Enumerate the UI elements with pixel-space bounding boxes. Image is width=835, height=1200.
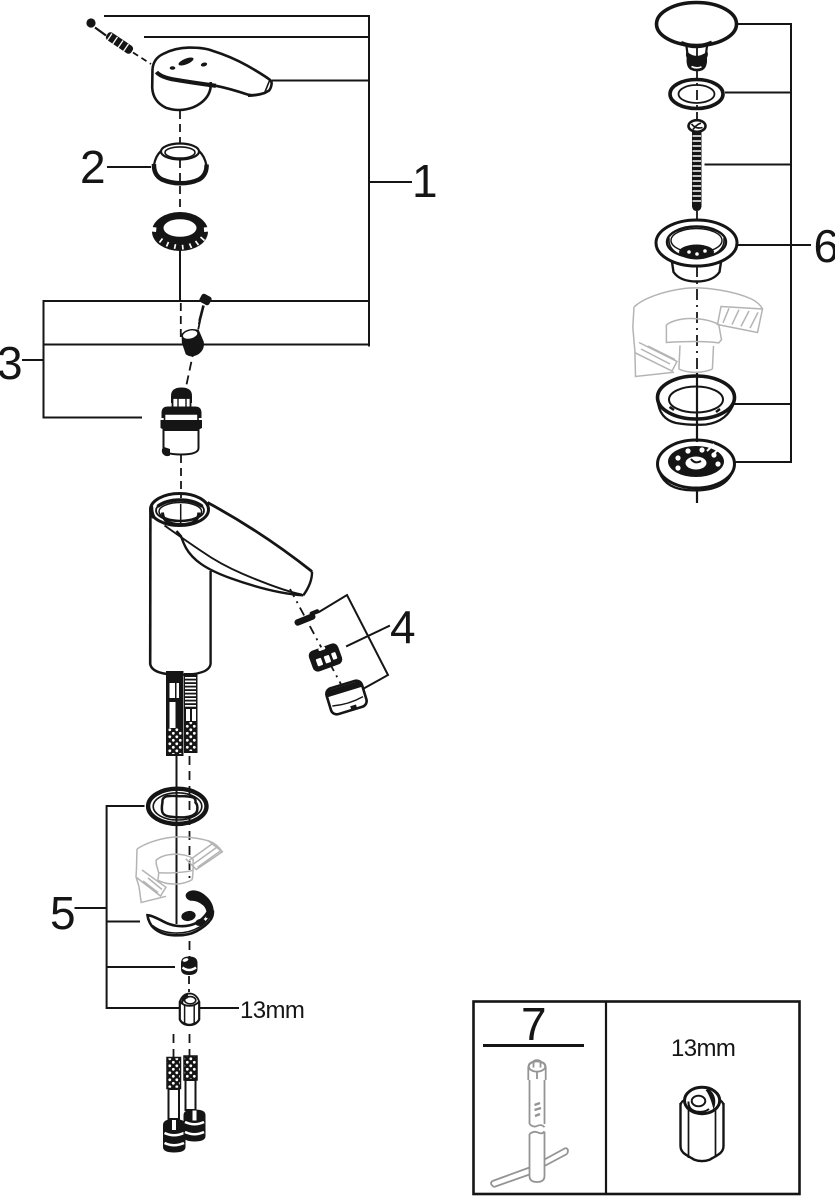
svg-text:13mm: 13mm [240,997,304,1024]
svg-text:2: 2 [80,141,106,193]
svg-text:13mm: 13mm [671,1035,735,1062]
svg-text:4: 4 [390,601,416,653]
svg-text:6: 6 [814,220,835,272]
svg-text:5: 5 [50,887,76,939]
svg-text:3: 3 [0,337,23,389]
svg-text:1: 1 [412,155,438,207]
svg-text:7: 7 [521,998,547,1050]
